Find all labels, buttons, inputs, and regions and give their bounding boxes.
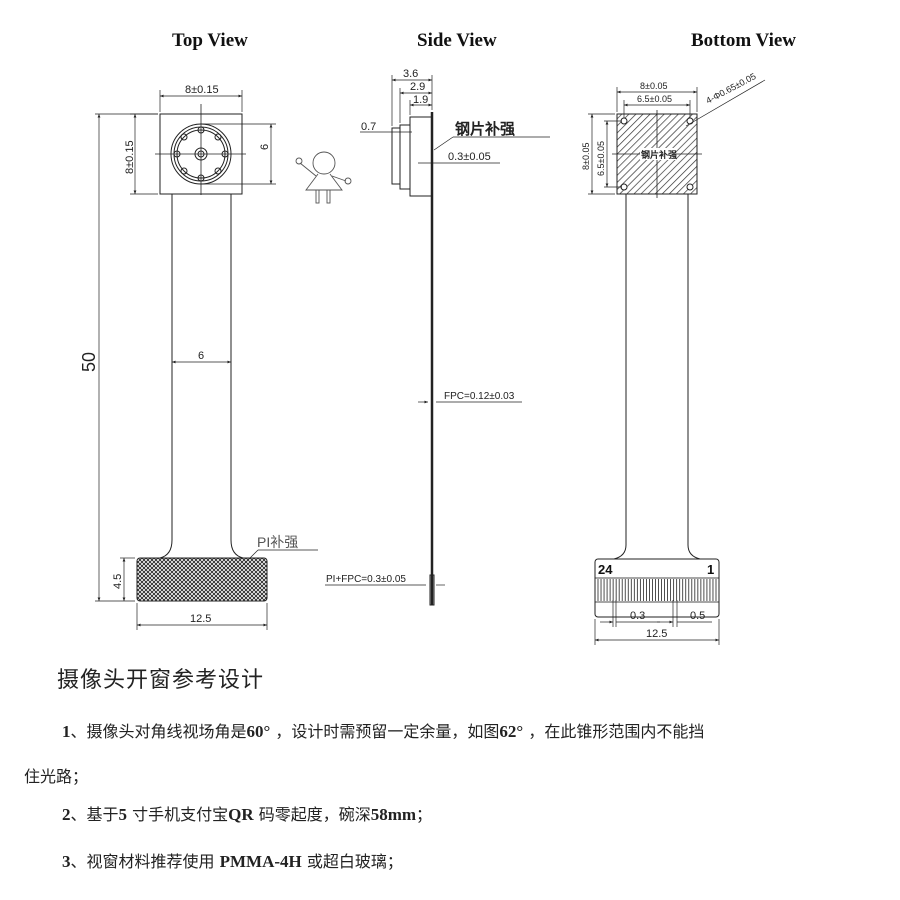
mascot-icon — [295, 151, 352, 204]
item-1-continued: 住光路； — [24, 767, 89, 786]
bottom-view — [588, 79, 766, 645]
holes-dim: 4-Φ0.65±0.05 — [704, 71, 757, 106]
lens-dim: 6 — [259, 144, 271, 150]
fpc-thickness-dim: FPC=0.12±0.03 — [444, 391, 515, 402]
pi-stiffener — [136, 557, 268, 602]
bottom-inner-height-dim: 6.5±0.05 — [596, 141, 606, 176]
side-view — [325, 75, 550, 606]
connector-width-dim: 12.5 — [646, 628, 667, 640]
bottom-inner-width-dim: 6.5±0.05 — [637, 94, 672, 104]
bottom-outer-width-dim: 8±0.05 — [640, 81, 667, 91]
bottom-stiffener-label: 钢片补强 — [641, 149, 677, 160]
top-view — [95, 90, 318, 630]
side-dim-3-6: 3.6 — [403, 68, 418, 80]
connector — [594, 558, 720, 618]
section-heading: 摄像头开窗参考设计 — [57, 668, 265, 693]
top-height-dim: 8±0.15 — [124, 140, 136, 174]
pin-row — [594, 577, 720, 603]
stiffener-thickness-dim: 0.3±0.05 — [448, 151, 491, 163]
pitch-0-3-dim: 0.3 — [630, 610, 645, 622]
pi-width-dim: 12.5 — [190, 613, 211, 625]
side-view-title: Side View — [417, 30, 497, 51]
top-width-dim: 8±0.15 — [185, 84, 219, 96]
pi-height-dim: 4.5 — [112, 574, 124, 589]
top-view-title: Top View — [172, 30, 248, 51]
bottom-view-title: Bottom View — [691, 30, 797, 51]
fpc-width-dim: 6 — [198, 350, 204, 362]
pitch-0-5-dim: 0.5 — [690, 610, 705, 622]
item-1: 1、摄像头对角线视场角是60° ，设计时需预留一定余量，如图62° ，在此锥形范… — [62, 722, 705, 741]
steel-stiffener-label: 钢片补强 — [455, 120, 515, 138]
pin-24-label: 24 — [598, 562, 613, 577]
pi-fpc-thickness-dim: PI+FPC=0.3±0.05 — [326, 574, 406, 585]
bottom-outer-height-dim: 8±0.05 — [581, 143, 591, 170]
item-2: 2、基于5 寸手机支付宝QR 码零起度，碗深58mm； — [62, 805, 433, 824]
side-dim-0-7: 0.7 — [361, 121, 376, 133]
total-length-dim: 50 — [79, 352, 99, 372]
pin-1-label: 1 — [707, 562, 714, 577]
mechanical-drawing: 8±0.15 8±0.15 6 50 6 4.5 12.5 PI补强 — [79, 68, 766, 645]
side-dim-2-9: 2.9 — [410, 81, 425, 93]
item-3: 3、视窗材料推荐使用 PMMA-4H 或超白玻璃； — [62, 852, 403, 871]
side-dim-1-9: 1.9 — [413, 94, 428, 106]
pi-label: PI补强 — [257, 534, 298, 550]
